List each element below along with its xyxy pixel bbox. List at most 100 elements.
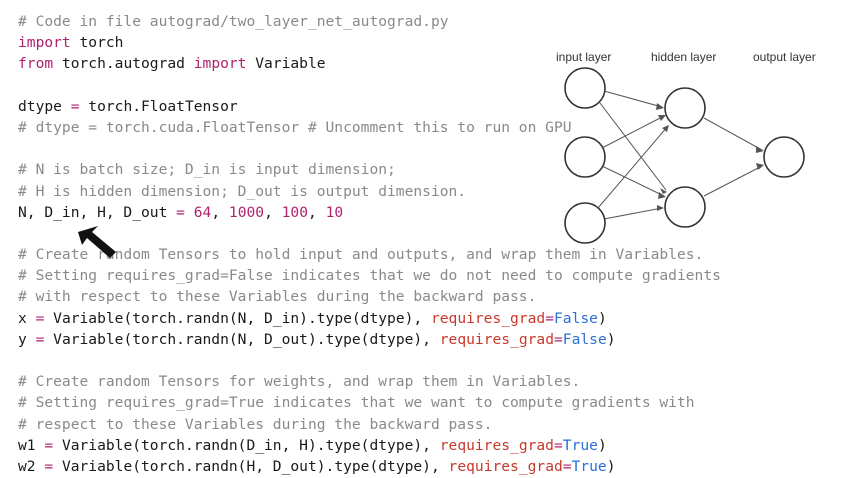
- code-token: =: [553, 436, 563, 454]
- neural-network-diagram: input layer hidden layer output layer: [556, 50, 816, 244]
- input-node-1: [564, 67, 606, 109]
- code-token: requires_grad: [439, 330, 554, 348]
- code-token: import: [18, 34, 71, 52]
- code-line: # Setting requires_grad=True indicates t…: [18, 392, 721, 413]
- code-token: dtype: [18, 97, 71, 115]
- hidden-node-2: [664, 186, 706, 228]
- code-token: Variable(torch.randn(H, D_out).type(dtyp…: [53, 457, 449, 475]
- code-line: [18, 350, 721, 371]
- code-block: # Code in file autograd/two_layer_net_au…: [18, 11, 721, 477]
- input-layer-label: input layer: [556, 50, 611, 64]
- code-token: ,: [211, 203, 229, 221]
- code-token: from: [18, 55, 54, 73]
- code-token: False: [562, 330, 607, 348]
- code-token: # H is hidden dimension; D_out is output…: [18, 182, 467, 200]
- arrowhead-h1-c: [662, 125, 669, 132]
- code-token: ,: [308, 203, 326, 221]
- code-token: True: [562, 436, 598, 454]
- code-line: # respect to these Variables during the …: [18, 414, 721, 435]
- code-token: torch.FloatTensor: [79, 97, 238, 115]
- edge-h1-o1: [703, 117, 763, 151]
- arrowhead-o1-b: [756, 163, 764, 170]
- edge-i1-h2: [599, 102, 667, 191]
- edge-i2-h2: [601, 165, 665, 197]
- code-token: False: [554, 309, 598, 327]
- input-node-2: [564, 136, 606, 178]
- arrowheads: [656, 103, 764, 211]
- code-line: dtype = torch.FloatTensor: [18, 96, 721, 117]
- code-token: requires_grad: [448, 457, 563, 475]
- code-line: # dtype = torch.cuda.FloatTensor # Uncom…: [18, 117, 721, 138]
- connections: [597, 90, 763, 220]
- code-token: 1000: [228, 203, 265, 221]
- code-token: =: [176, 203, 185, 221]
- arrowhead-h1-a: [656, 103, 664, 110]
- edge-i3-h2: [603, 207, 663, 220]
- code-token: # Create random Tensors for weights, and…: [18, 373, 581, 391]
- code-token: =: [44, 457, 54, 475]
- output-node-1: [763, 136, 805, 178]
- code-line: import torch: [18, 32, 721, 53]
- code-token: Variable(torch.randn(D_in, H).type(dtype…: [53, 436, 440, 454]
- code-token: ): [597, 309, 607, 327]
- code-token: # dtype = torch.cuda.FloatTensor # Uncom…: [18, 118, 572, 136]
- code-line: # N is batch size; D_in is input dimensi…: [18, 159, 721, 180]
- edge-h2-o1: [703, 165, 763, 197]
- input-node-3: [564, 202, 606, 244]
- code-token: 10: [325, 203, 344, 221]
- code-token: ): [597, 436, 607, 454]
- code-token: ,: [264, 203, 282, 221]
- code-token: # respect to these Variables during the …: [18, 415, 493, 433]
- code-token: Variable(torch.randn(N, D_in).type(dtype…: [44, 309, 431, 327]
- edge-i3-h1: [597, 125, 669, 209]
- code-token: Variable(torch.randn(N, D_out).type(dtyp…: [44, 330, 440, 348]
- code-token: =: [35, 309, 45, 327]
- code-token: N, D_in, H, D_out: [18, 203, 177, 221]
- code-token: torch: [70, 34, 124, 52]
- code-token: # with respect to these Variables during…: [18, 288, 537, 306]
- code-line: # with respect to these Variables during…: [18, 286, 721, 307]
- code-token: w1: [18, 436, 45, 454]
- code-token: =: [554, 330, 563, 348]
- code-line: # Setting requires_grad=False indicates …: [18, 265, 721, 286]
- code-line: # H is hidden dimension; D_out is output…: [18, 181, 721, 202]
- code-token: x: [18, 309, 36, 327]
- arrowhead-h2-b: [658, 192, 666, 199]
- code-token: 100: [281, 203, 308, 221]
- hidden-layer-label: hidden layer: [651, 50, 716, 64]
- code-token: Variable: [246, 55, 326, 73]
- code-token: =: [44, 436, 54, 454]
- edge-i1-h1: [603, 90, 663, 108]
- code-token: import: [193, 55, 247, 73]
- code-token: # Setting requires_grad=False indicates …: [18, 267, 721, 285]
- code-token: requires_grad: [430, 309, 546, 327]
- edge-i2-h1: [601, 115, 665, 149]
- hidden-node-1: [664, 87, 706, 129]
- arrowhead-h1-b: [658, 115, 666, 121]
- code-token: =: [545, 309, 554, 327]
- code-line: x = Variable(torch.randn(N, D_in).type(d…: [18, 308, 721, 329]
- arrow-pointer-icon: [78, 226, 116, 258]
- code-token: # Setting requires_grad=True indicates t…: [18, 394, 695, 412]
- code-token: =: [70, 97, 80, 115]
- output-layer-label: output layer: [753, 50, 816, 64]
- code-token: ): [606, 330, 616, 348]
- code-token: =: [562, 457, 572, 475]
- code-line: w2 = Variable(torch.randn(H, D_out).type…: [18, 456, 721, 477]
- nodes: [564, 67, 805, 244]
- arrowhead-h2-c: [657, 205, 664, 211]
- code-line: # Create random Tensors for weights, and…: [18, 371, 721, 392]
- code-line: y = Variable(torch.randn(N, D_out).type(…: [18, 329, 721, 350]
- code-token: ): [606, 457, 616, 475]
- code-token: 64: [193, 203, 212, 221]
- code-token: requires_grad: [439, 436, 554, 454]
- code-token: w2: [18, 457, 45, 475]
- code-token: y: [18, 330, 36, 348]
- code-token: =: [35, 330, 45, 348]
- code-token: # Code in file autograd/two_layer_net_au…: [18, 13, 449, 30]
- code-token: # N is batch size; D_in is input dimensi…: [18, 161, 396, 179]
- code-line: w1 = Variable(torch.randn(D_in, H).type(…: [18, 435, 721, 456]
- code-token: True: [571, 457, 607, 475]
- arrowhead-o1-a: [756, 146, 764, 153]
- code-token: [185, 204, 194, 221]
